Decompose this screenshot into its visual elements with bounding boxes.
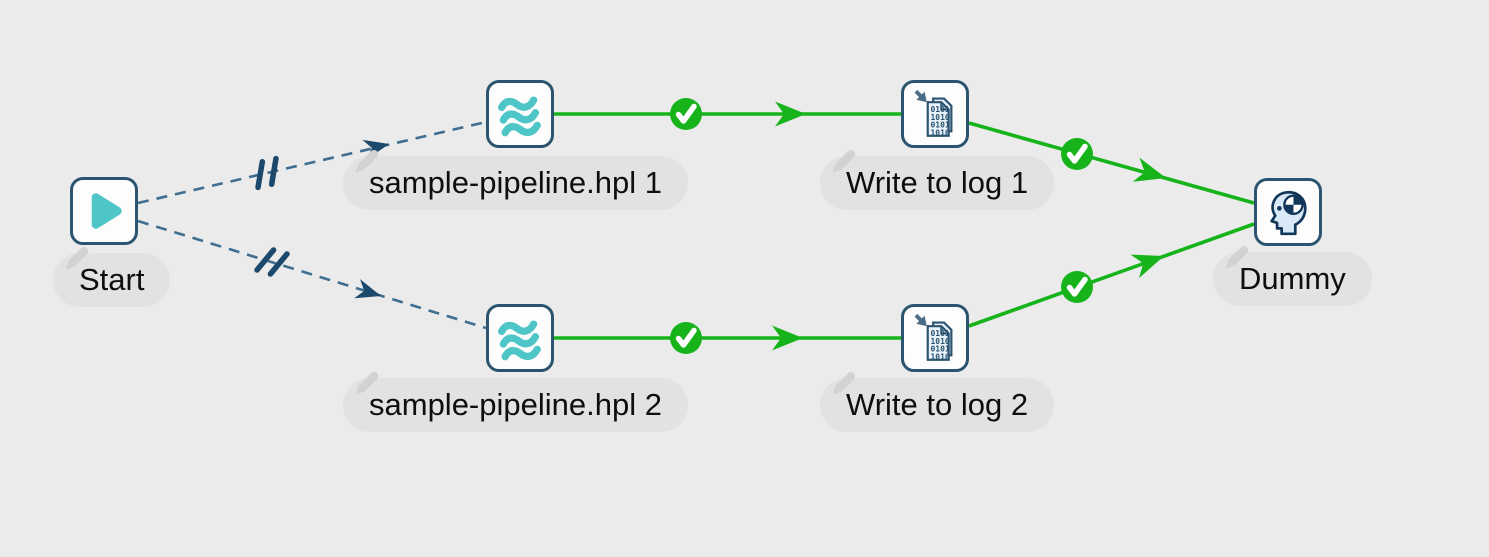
svg-text:1010: 1010 — [930, 113, 949, 122]
node-pipeline-2[interactable] — [486, 304, 554, 372]
edit-pencil-icon — [1225, 245, 1249, 269]
node-write-to-log-1[interactable]: 0101 1010 0101 1010 — [901, 80, 969, 148]
node-label: Start — [79, 262, 145, 297]
svg-text:0101: 0101 — [930, 329, 949, 338]
node-label: Dummy — [1239, 261, 1346, 296]
label-write-to-log-1[interactable]: Write to log 1 — [820, 149, 1055, 210]
label-pipeline-1[interactable]: sample-pipeline.hpl 1 — [343, 149, 688, 210]
hop-arrowhead — [362, 139, 389, 160]
node-dummy[interactable] — [1254, 178, 1322, 246]
hop-arrowhead — [772, 325, 803, 351]
edit-pencil-icon — [832, 149, 856, 173]
node-label: sample-pipeline.hpl 1 — [369, 165, 662, 200]
hop-start-to-pipeline-2[interactable] — [137, 219, 487, 330]
dummy-head-target-icon — [1270, 190, 1307, 236]
node-write-to-log-2[interactable]: 0101 1010 0101 1010 — [901, 304, 969, 372]
label-start[interactable]: Start — [53, 246, 171, 307]
node-label: Write to log 1 — [846, 165, 1029, 200]
node-start[interactable] — [70, 177, 138, 245]
svg-text:0101: 0101 — [930, 121, 949, 130]
svg-text:1010: 1010 — [930, 337, 949, 346]
pipeline-waves-icon — [497, 96, 541, 137]
label-dummy[interactable]: Dummy — [1213, 245, 1372, 306]
pipeline-waves-icon — [497, 320, 541, 361]
label-pipeline-2[interactable]: sample-pipeline.hpl 2 — [343, 371, 688, 432]
hop-pipeline-1-to-write-to-log-1[interactable] — [554, 98, 901, 130]
hop-arrowhead — [354, 279, 381, 299]
label-write-to-log-2[interactable]: Write to log 2 — [820, 371, 1055, 432]
edit-pencil-icon — [355, 371, 379, 395]
success-check-icon[interactable] — [1061, 271, 1093, 303]
write-to-log-icon: 0101 1010 0101 1010 — [914, 313, 953, 361]
hop-start-to-pipeline-1[interactable] — [137, 120, 487, 205]
node-pipeline-1[interactable] — [486, 80, 554, 148]
svg-text:0101: 0101 — [930, 105, 949, 114]
success-check-icon[interactable] — [670, 322, 702, 354]
node-label: Write to log 2 — [846, 387, 1029, 422]
hop-write-to-log-2-to-dummy[interactable] — [968, 222, 1255, 328]
hop-write-to-log-1-to-dummy[interactable] — [968, 121, 1255, 205]
success-check-icon[interactable] — [670, 98, 702, 130]
write-to-log-icon: 0101 1010 0101 1010 — [914, 89, 953, 137]
hop-arrowhead — [1130, 254, 1164, 279]
unconditional-hop-icon[interactable] — [253, 155, 282, 191]
hop-arrowhead — [775, 101, 806, 127]
svg-text:1010: 1010 — [930, 128, 949, 137]
hop-pipeline-2-to-write-to-log-2[interactable] — [554, 322, 901, 354]
edit-pencil-icon — [355, 149, 379, 173]
svg-text:1010: 1010 — [930, 352, 949, 361]
success-check-icon[interactable] — [1061, 138, 1093, 170]
svg-text:0101: 0101 — [930, 345, 949, 354]
node-label: sample-pipeline.hpl 2 — [369, 387, 662, 422]
unconditional-hop-icon[interactable] — [254, 247, 290, 277]
edit-pencil-icon — [832, 371, 856, 395]
edit-pencil-icon — [65, 246, 89, 270]
start-play-icon — [91, 193, 122, 229]
hop-arrowhead — [1132, 157, 1166, 182]
